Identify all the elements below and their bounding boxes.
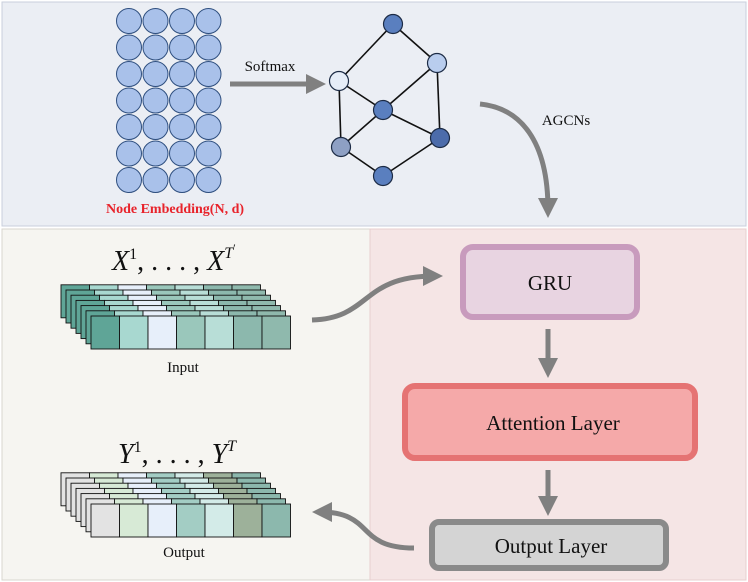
embedding-cell [142,167,169,193]
graph-edge [338,80,342,148]
embedding-cell [116,34,142,61]
tensor-cell [147,315,177,350]
agcns-label: AGCNs [542,113,591,129]
embedding-cell [169,61,195,87]
node-embedding-label: Node Embedding(N, d) [106,202,244,217]
tensor-cell [90,315,120,350]
embedding-cell [169,114,195,140]
output-math-last: Y [212,439,231,470]
output-layer-label: Output Layer [495,534,608,558]
input-caption: Input [167,360,199,376]
output-math-middle: , . . . , [142,439,212,470]
embedding-cell [169,34,195,61]
tensor-cell [147,503,177,538]
tensor-cell [204,315,234,350]
input-tensor-stack [60,284,291,350]
graph-node [429,127,451,149]
tensor-cell [233,315,263,350]
gru-block: GRU [460,244,640,320]
input-math-last: X [206,246,225,277]
input-math-sup-last: T [224,245,234,262]
graph-edge [436,62,441,139]
attention-layer-block: Attention Layer [402,383,698,461]
tensor-cell [233,503,263,538]
output-layer-block: Output Layer [429,519,669,571]
embedding-cell [116,167,142,193]
input-math-base: X [111,246,130,277]
tensor-cell [261,315,291,350]
embedding-cell [195,140,222,167]
embedding-cell [116,61,142,87]
embedding-cell [169,167,195,193]
input-math: X1, . . . , XT′ [111,241,236,277]
graph-edge [382,62,438,111]
tensor-cell [119,503,149,538]
embedding-cell [195,8,222,34]
tensor-cell [176,503,206,538]
graph-edge [382,109,441,139]
output-math: Y1, . . . , YT [118,438,237,470]
output-math-sup-last: T [227,438,237,455]
embedding-cell [116,114,142,140]
embedding-cell [116,8,142,34]
embedding-cell [195,167,222,193]
tensor-cell [90,503,120,538]
embedding-cell [195,114,222,140]
embedding-cell [116,87,142,114]
graph-node [328,70,350,92]
tensor-cell [261,503,291,538]
graph-edge [338,23,394,82]
output-math-sup1: 1 [134,439,142,456]
embedding-cell [195,87,222,114]
attention-layer-label: Attention Layer [486,411,620,435]
input-to-gru-arrow [311,266,443,323]
embedding-cell [169,8,195,34]
node-embedding-grid [116,8,222,193]
embedding-cell [169,87,195,114]
output-math-base: Y [118,439,137,470]
graph-node [330,136,352,158]
embedding-cell [142,87,169,114]
output-layer-to-output-arrow [312,502,415,551]
input-math-middle: , . . . , [137,246,207,277]
softmax-label: Softmax [245,59,296,75]
embedding-cell [169,140,195,167]
embedding-cell [195,34,222,61]
graph-node [372,99,394,121]
graph-node [426,52,448,74]
embedding-cell [142,34,169,61]
embedding-cell [195,61,222,87]
embedding-cell [142,8,169,34]
embedding-cell [142,140,169,167]
graph-nodes [328,13,451,187]
embedding-cell [142,114,169,140]
tensor-cell [119,315,149,350]
tensor-cell [176,315,206,350]
output-caption: Output [163,545,206,561]
output-tensor-stack [60,472,291,538]
embedding-cell [142,61,169,87]
input-math-sup1: 1 [129,246,137,263]
tensor-cell [204,503,234,538]
graph-node [382,13,404,35]
agcns-arrow [479,101,558,218]
gru-label: GRU [528,271,572,295]
input-math-prime: ′ [233,241,236,255]
embedding-cell [116,140,142,167]
graph-node [372,165,394,187]
graph-edge [382,137,441,177]
